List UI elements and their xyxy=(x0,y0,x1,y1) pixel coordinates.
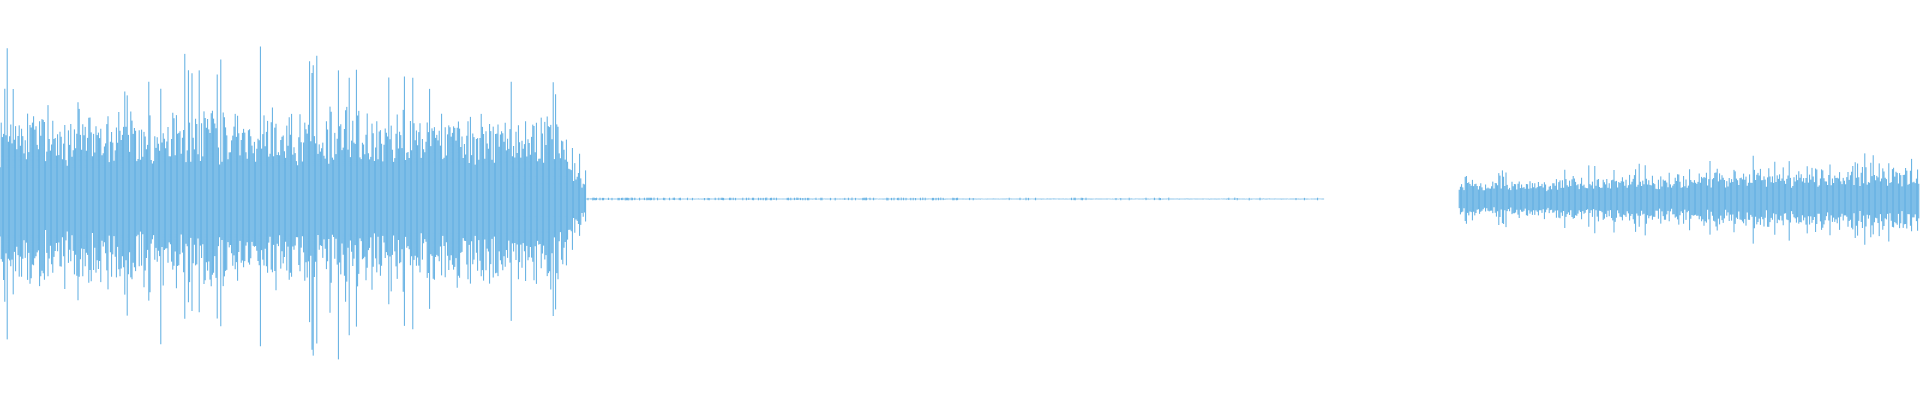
waveform-path xyxy=(0,46,1920,360)
waveform-bars xyxy=(0,46,1920,360)
